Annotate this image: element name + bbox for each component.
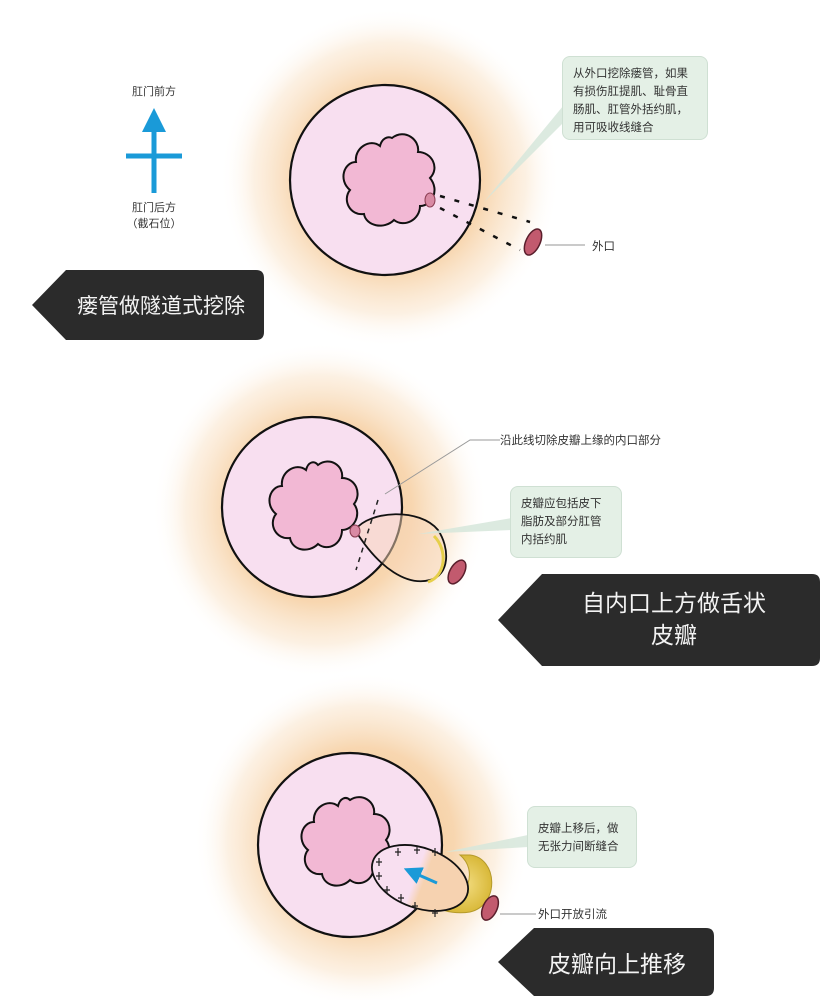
panel2-line-label: 沿此线切除皮瓣上缘的内口部分 — [500, 433, 661, 447]
panel2-banner-line1: 自内口上方做舌状 — [582, 591, 766, 617]
panel1-illustration — [220, 8, 585, 348]
panel3-banner-text: 皮瓣向上推移 — [548, 952, 686, 978]
external-opening — [523, 228, 543, 256]
tongue-flap — [353, 513, 448, 582]
banner-arrow-shape — [498, 574, 820, 666]
panel3-banner: 皮瓣向上推移 — [496, 926, 716, 998]
orientation-bottom-label-main: 肛门后方 — [132, 201, 176, 214]
panel1-callout: 从外口挖除瘘管，如果有损伤肛提肌、耻骨直肠肌、肛管外括约肌，用可吸收线缝合 — [562, 56, 708, 140]
panel2-banner: 自内口上方做舌状 皮瓣 — [496, 572, 822, 668]
panel3-illustration — [194, 672, 536, 1000]
banner-arrow-shape — [32, 270, 264, 340]
suture-marks — [376, 846, 438, 917]
panel3-callout: 皮瓣上移后，做无张力间断缝合 — [527, 806, 637, 868]
panel3-external-opening-label: 外口开放引流 — [538, 907, 607, 921]
rectal-mucosa — [342, 133, 436, 227]
advancement-arrow-icon — [403, 867, 438, 885]
panel2-callout: 皮瓣应包括皮下脂肪及部分肛管内括约肌 — [510, 486, 622, 558]
banner-arrow-shape — [498, 928, 714, 996]
orientation-bottom-label: 肛门后方 （截石位） — [114, 200, 194, 232]
panel1-banner: 瘘管做隧道式挖除 — [30, 268, 266, 342]
orientation-bottom-label-sub: （截石位） — [126, 217, 182, 230]
internal-opening — [424, 192, 436, 208]
panel2-illustration — [152, 342, 512, 678]
panel1-external-opening-label: 外口 — [592, 239, 615, 253]
incision-dashed-line — [355, 499, 379, 571]
orientation-arrow-icon — [126, 108, 182, 193]
panel2-banner-line2: 皮瓣 — [651, 623, 697, 649]
panel1-banner-text: 瘘管做隧道式挖除 — [77, 294, 245, 318]
orientation-top-label: 肛门前方 — [132, 85, 176, 98]
